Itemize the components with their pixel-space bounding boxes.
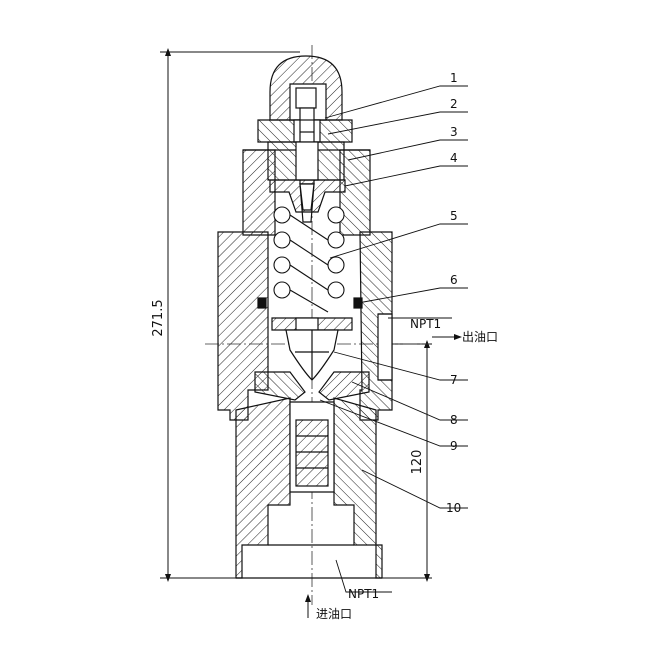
- part-number-4: 4: [450, 151, 458, 165]
- upper-spring-seat: [269, 179, 346, 213]
- leader-lines: [319, 85, 468, 593]
- part-number-10: 10: [446, 501, 461, 515]
- lock-nut: [267, 141, 345, 181]
- poppet-assembly: [271, 317, 353, 381]
- part-number-1: 1: [450, 71, 458, 85]
- inlet-label: 进油口: [316, 607, 352, 621]
- overall-height-label: 271.5: [151, 299, 166, 336]
- part-number-5: 5: [450, 209, 458, 223]
- inlet-body: [235, 397, 383, 579]
- part-number-3: 3: [450, 125, 458, 139]
- valve-seat: [254, 371, 370, 401]
- part-number-2: 2: [450, 97, 458, 111]
- part-number-8: 8: [450, 413, 458, 427]
- dimension-overall-height: [160, 48, 300, 582]
- part-number-9: 9: [450, 439, 458, 453]
- lower-height-label: 120: [410, 450, 425, 475]
- inlet-cartridge: [289, 401, 335, 493]
- outlet-thread-label: NPT1: [410, 317, 441, 331]
- outlet-label: 出油口: [462, 330, 498, 344]
- inlet-thread-label: NPT1: [348, 587, 379, 601]
- part-number-6: 6: [450, 273, 458, 287]
- spring: [273, 206, 345, 313]
- part-number-7: 7: [450, 373, 458, 387]
